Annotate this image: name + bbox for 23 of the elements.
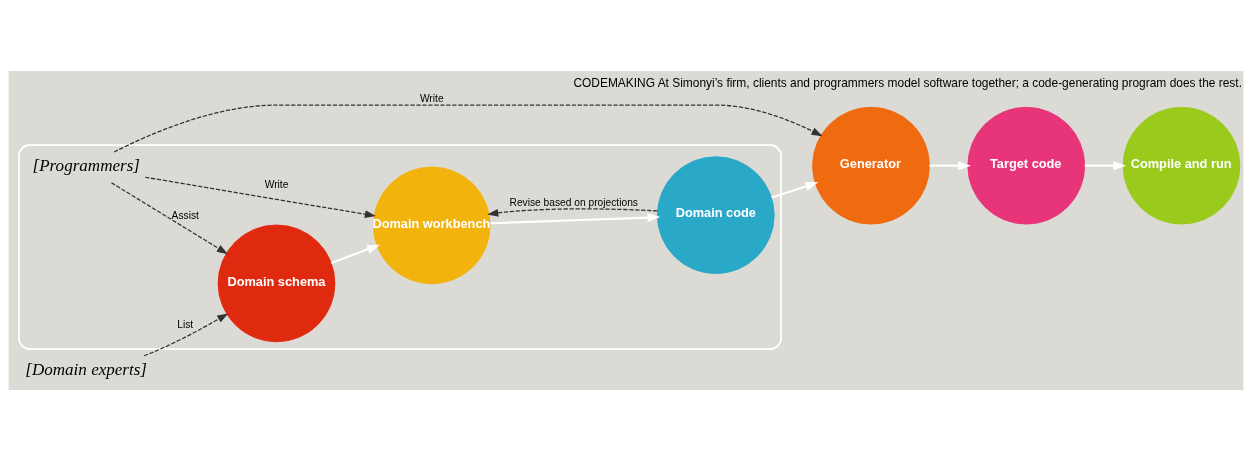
cluster [18, 143, 782, 350]
arrow [330, 244, 380, 264]
arrow [490, 212, 661, 224]
node-circle: Domain code [656, 155, 775, 274]
edge-label: Assist [171, 209, 199, 221]
arrow [113, 104, 823, 153]
edge-label: List [177, 318, 194, 330]
arrow [1084, 160, 1127, 170]
node-text: [Programmers] [32, 155, 140, 175]
arrow [110, 181, 228, 254]
caption: CODEMAKING At Simonyi’s firm, clients and programmers model software together; a code-generating program does the rest. [573, 75, 1242, 90]
arrow [487, 207, 658, 217]
arrow [144, 176, 376, 218]
edge-label: Write [264, 178, 289, 190]
arrow [143, 312, 229, 356]
arrow [929, 160, 971, 170]
arrow [771, 181, 819, 198]
node-circle: Domain workbench [372, 166, 491, 284]
node-circle: Compile and run [1122, 106, 1241, 225]
edge-label: Revise based on projections [509, 196, 638, 208]
node-text: [Domain experts] [25, 359, 147, 379]
edge-label: Write [419, 92, 444, 104]
node-circle: Target code [967, 106, 1086, 225]
